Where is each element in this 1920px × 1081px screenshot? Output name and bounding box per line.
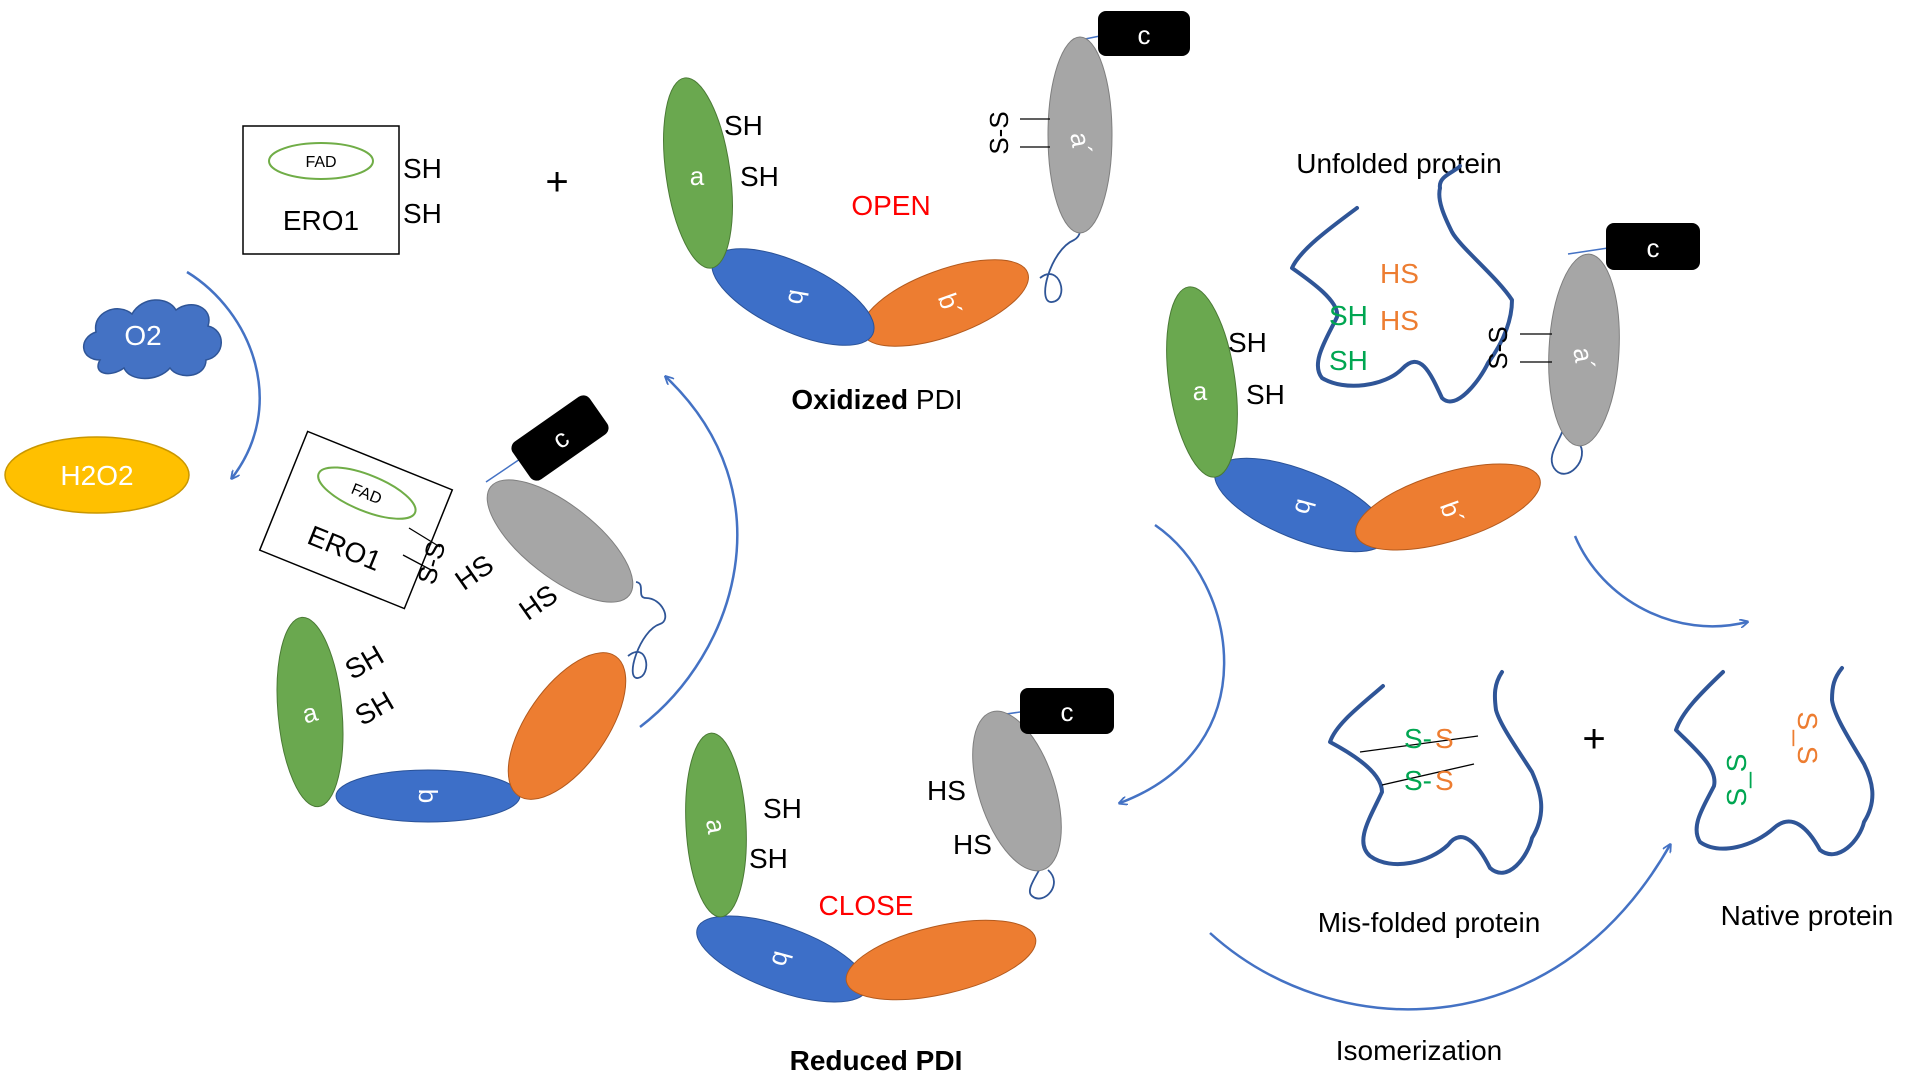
substrate-hs-1: HS: [1380, 258, 1419, 289]
misfolded-label: Mis-folded protein: [1318, 907, 1541, 938]
thiol-2: SH: [740, 161, 779, 192]
plus-sign-right: +: [1582, 717, 1605, 761]
domain-b-prime: [845, 919, 1037, 1001]
thiol-a-1: SH: [340, 639, 389, 685]
native-strand: [1674, 666, 1875, 857]
domain-b-prime: [507, 652, 627, 800]
thiol-a-1: SH: [1228, 327, 1267, 358]
ero1-pdi-complex: FAD ERO1 c a b S-S HS HS SH SH: [258, 395, 667, 823]
ero1-box: [258, 430, 454, 610]
domain-c-label: c: [1138, 20, 1151, 50]
domain-c: [1606, 223, 1700, 270]
thiol-a-2: SH: [1246, 379, 1285, 410]
isomerization-label: Isomerization: [1336, 1035, 1503, 1066]
thiol-ap-1: HS: [449, 549, 499, 597]
domain-a: [1166, 286, 1238, 478]
unfolded-title: Unfolded protein: [1296, 148, 1501, 179]
arrow-complex-to-oxidized-icon: [639, 377, 739, 728]
substrate-sh-1: SH: [1329, 300, 1368, 331]
domain-c-label: c: [1647, 233, 1660, 263]
state-open: OPEN: [851, 190, 930, 221]
reduced-pdi: c a b SH SH HS HS CLOSE Reduced PDI: [685, 688, 1114, 1076]
domain-a-prime: [1047, 36, 1113, 234]
ero1-thiol-2: SH: [403, 198, 442, 229]
thiol-ap-2: HS: [953, 829, 992, 860]
thiol-1: SH: [724, 110, 763, 141]
bond1-right: S: [1435, 723, 1454, 754]
arrow-isomerization-icon: [1209, 845, 1670, 1011]
disulfide-label: S-S: [984, 111, 1014, 154]
bond2-left: S-: [1404, 765, 1432, 796]
domain-a-prime: [972, 710, 1062, 872]
domain-c: [1098, 11, 1190, 56]
arrow-o2-to-h2o2-icon: [186, 270, 261, 478]
state-close: CLOSE: [819, 890, 914, 921]
native-label: Native protein: [1721, 900, 1894, 931]
arrow-substrate-to-reduced-icon: [1120, 523, 1226, 803]
bond1-left: S-: [1404, 723, 1432, 754]
ero1-thiol-1: SH: [403, 153, 442, 184]
fad-ring: [317, 466, 417, 520]
thiol-ap-2: HS: [513, 579, 563, 627]
reduced-caption: Reduced PDI: [790, 1045, 963, 1076]
domain-b-label: b: [782, 287, 814, 306]
domain-a-prime-label: a´: [1064, 130, 1098, 158]
domain-a-label: a: [700, 816, 732, 836]
thiol-a-2: SH: [749, 843, 788, 874]
disulfide-label: S-S: [1483, 326, 1513, 369]
native-protein: S_S S_S Native protein: [1674, 666, 1894, 931]
substrate-hs-2: HS: [1380, 305, 1419, 336]
cloud-icon: [83, 299, 222, 380]
fad-label: FAD: [305, 154, 336, 171]
thiol-ap-1: HS: [927, 775, 966, 806]
ero1-bound: FAD ERO1: [258, 430, 454, 610]
misfolded-protein: S- S S- S Mis-folded protein: [1318, 670, 1544, 938]
h2o2-oval: H2O2: [4, 436, 190, 514]
domain-a-prime-label: a´: [1567, 345, 1601, 373]
linker-icon: [627, 581, 667, 679]
oxidized-caption: Oxidized PDI: [791, 384, 962, 415]
domain-a-label: a: [1193, 376, 1208, 406]
domain-a-prime: [486, 479, 634, 603]
fad-ring: [268, 142, 374, 180]
thiol-a-2: SH: [350, 685, 399, 731]
h2o2-label: H2O2: [60, 460, 133, 491]
ero1-box: [242, 125, 400, 255]
domain-c-label: c: [1061, 697, 1074, 727]
ero1-free: FAD ERO1 SH SH: [242, 125, 442, 255]
ero1-label: ERO1: [283, 205, 359, 236]
domain-a: [685, 732, 747, 918]
domain-a-prime: [1548, 253, 1620, 447]
bond2-right: S: [1435, 765, 1454, 796]
unfolded-strand: [1290, 164, 1514, 404]
domain-a: [663, 77, 733, 269]
arrow-substrate-to-native-icon: [1573, 535, 1747, 626]
oxidized-pdi: c a b b´ a´ S-S SH SH OPEN Oxidized PDI: [663, 11, 1190, 415]
thiol-a-1: SH: [763, 793, 802, 824]
misfolded-strand: [1328, 670, 1544, 875]
substrate-sh-2: SH: [1329, 345, 1368, 376]
o2-label: O2: [124, 320, 161, 351]
domain-c: [1020, 688, 1114, 734]
plus-sign-top: +: [545, 160, 568, 204]
domain-c: [511, 395, 609, 481]
domain-b-prime: [1355, 463, 1541, 551]
native-bond-orange: S_S: [1792, 712, 1823, 765]
domain-b-label: b: [413, 789, 443, 803]
pdi-unfolded-substrate: Unfolded protein c a b b´ a´ S-S SH SH H…: [1166, 148, 1700, 553]
curved-arrows: [186, 270, 1747, 1011]
domain-a: [276, 616, 344, 808]
o2-cloud: O2: [83, 299, 222, 380]
native-bond-green: S_S: [1721, 754, 1752, 807]
domain-a-label: a: [690, 161, 705, 191]
